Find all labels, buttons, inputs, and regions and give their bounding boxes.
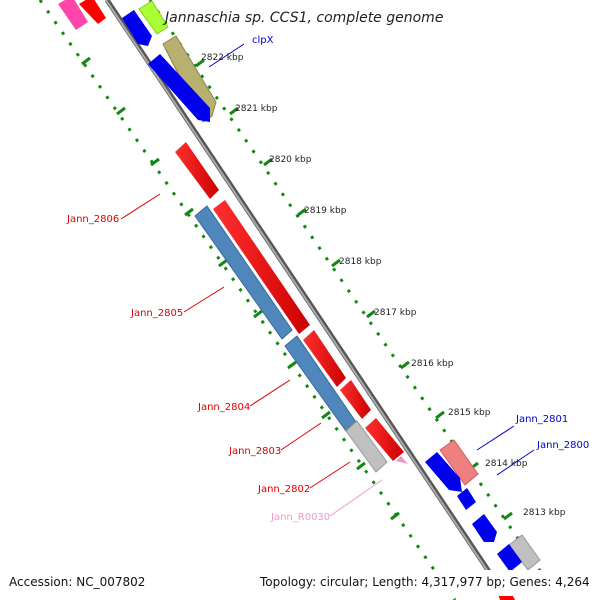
gene-2805 (213, 200, 310, 334)
gene-2803 (340, 380, 371, 419)
gene-2801-salmon (439, 439, 479, 486)
gene-lime (138, 0, 169, 35)
gene-blue-clpx (148, 54, 210, 122)
tick-label: 2813 kbp (523, 508, 566, 518)
tick-label: 2820 kbp (269, 155, 312, 165)
gene-blue-bottom (497, 544, 522, 572)
gene-label-clpx[interactable]: clpX (252, 35, 274, 46)
gene-2802 (365, 418, 404, 461)
tick-label: 2822 kbp (201, 53, 244, 63)
tick-label: 2814 kbp (485, 459, 528, 469)
accession-text: Accession: NC_007802 (9, 575, 145, 589)
tick-label: 2819 kbp (304, 206, 347, 216)
tick-marks (195, 58, 513, 521)
tick-label: 2821 kbp (235, 104, 278, 114)
gene-label-jann-2806[interactable]: Jann_2806 (66, 214, 119, 225)
gene-label-jann-2804[interactable]: Jann_2804 (197, 402, 250, 413)
gene-blue-low (472, 514, 497, 542)
tick-label: 2818 kbp (339, 257, 382, 267)
tick-label: 2817 kbp (374, 308, 417, 318)
gene-blue-top (122, 10, 152, 46)
tick-label: 2815 kbp (448, 408, 491, 418)
footer-background (0, 570, 600, 596)
genome-summary-text: Topology: circular; Length: 4,317,977 bp… (259, 575, 590, 589)
inner-tick-marks (81, 56, 400, 521)
gene-top-magenta (58, 0, 88, 30)
map-title: Jannaschia sp. CCS1, complete genome (162, 10, 443, 26)
gene-features-inner (58, 0, 522, 572)
gene-label-jann-2803[interactable]: Jann_2803 (228, 446, 281, 457)
tick-labels: 2822 kbp 2821 kbp 2820 kbp 2819 kbp 2818… (201, 53, 566, 518)
gene-label-jann-2805[interactable]: Jann_2805 (130, 308, 183, 319)
tick-label: 2816 kbp (411, 359, 454, 369)
label-leaders (120, 43, 535, 517)
gene-label-jann-2802[interactable]: Jann_2802 (257, 484, 310, 495)
gene-label-jann-2801[interactable]: Jann_2801 (515, 414, 568, 425)
gene-top-red-right (79, 0, 106, 24)
gene-blue-2800 (425, 452, 462, 492)
inner-dotted-track (38, 0, 457, 600)
gene-steel-1 (194, 205, 293, 340)
outer-dotted-track (148, 0, 562, 600)
gene-blue-small (457, 488, 476, 510)
gene-label-jann-2800[interactable]: Jann_2800 (536, 440, 589, 451)
gene-labels: clpX Jann_2806 Jann_2805 Jann_2804 Jann_… (66, 35, 589, 523)
genome-backbone (104, 0, 511, 600)
gene-2804 (303, 330, 346, 387)
gene-R0030 (396, 456, 408, 464)
gene-grey-mid (345, 420, 388, 473)
gene-2806 (175, 142, 219, 199)
gene-label-jann-r0030[interactable]: Jann_R0030 (270, 512, 330, 523)
